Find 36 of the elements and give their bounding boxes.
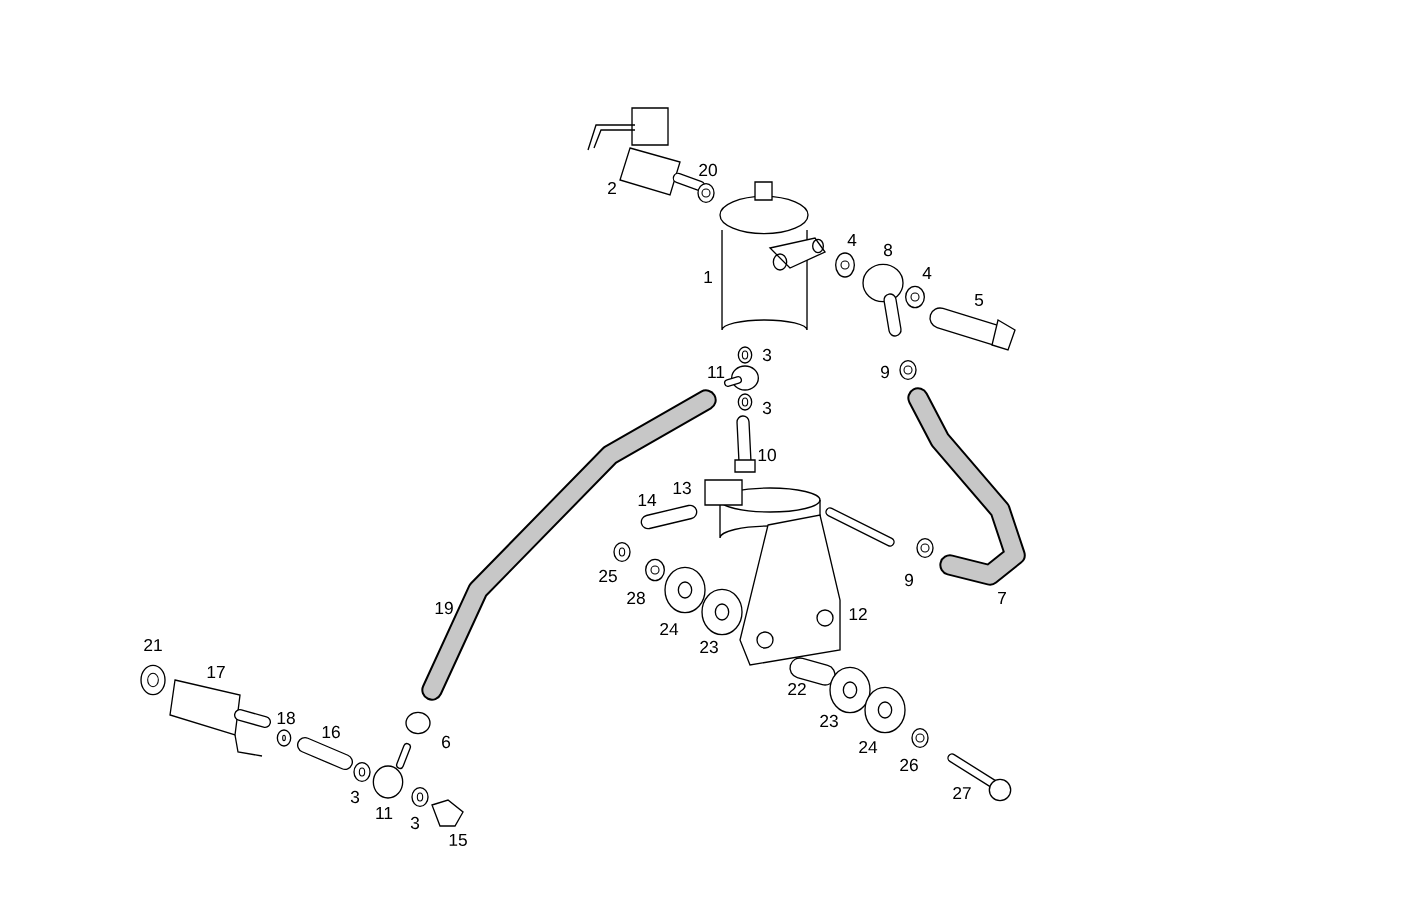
callout-number: 16 [322,725,340,739]
callout-number: 11 [708,366,725,378]
callout-number: 9 [905,573,913,587]
callout-number: 19 [435,601,453,615]
callout-number: 6 [442,735,451,749]
callout-number: 2 [608,181,616,195]
callout-number: 5 [974,293,984,307]
callout-number: 4 [847,234,857,246]
callout-number: 15 [449,833,467,847]
callout-number: 24 [859,740,878,754]
callout-number: 7 [998,592,1006,604]
callout-number: 24 [660,622,679,636]
callout-number: 3 [350,790,360,804]
callout-number: 17 [207,666,225,678]
callout-number: 3 [762,401,772,415]
callout-number: 21 [144,638,162,652]
callout-number: 1 [704,271,712,283]
callout-number: 3 [762,348,772,362]
callout-number: 23 [700,640,718,654]
callout-number: 23 [820,714,838,728]
callout-number: 26 [900,758,918,772]
callout-number: 22 [788,682,806,696]
callout-number: 28 [627,591,645,605]
callout-number: 14 [638,494,657,506]
callout-number: 10 [758,448,776,462]
callout-number: 8 [883,243,893,257]
callout-number: 20 [699,163,717,177]
callout-number: 4 [922,267,932,279]
callout-number: 12 [849,607,867,621]
callout-number: 11 [376,807,393,819]
callout-number: 3 [410,816,420,830]
callout-number: 13 [673,481,691,495]
callout-number: 18 [277,711,295,725]
callout-number: 25 [599,569,617,583]
callout-number: 9 [881,365,889,379]
callout-number: 27 [953,786,971,800]
